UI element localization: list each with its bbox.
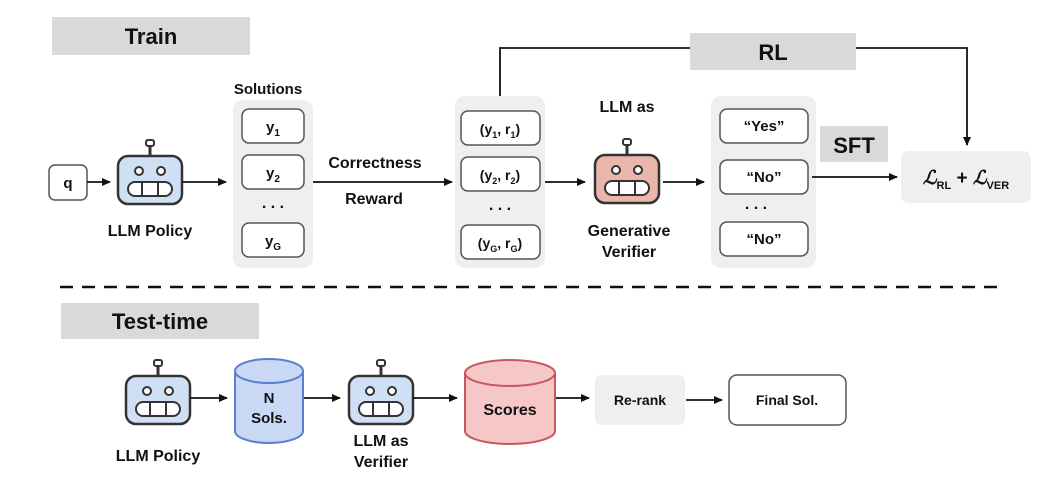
- test-policy-label: LLM Policy: [116, 448, 201, 465]
- test-verifier-label-1: LLM as: [353, 433, 408, 450]
- test-verifier-label-2: Verifier: [354, 454, 408, 471]
- rl-label: RL: [758, 40, 787, 65]
- robot-icon: [593, 137, 661, 205]
- robot-icon: [124, 358, 192, 426]
- verdicts-ellipsis: . . .: [745, 196, 767, 213]
- test-section-label: Test-time: [112, 309, 208, 334]
- loss-label: ℒRL + ℒVER: [923, 167, 1009, 192]
- pair-box-2: [460, 156, 541, 192]
- verifier-top-label: LLM as: [599, 99, 654, 116]
- solution-label-2: y2: [266, 165, 280, 185]
- solution-box-g: [241, 222, 305, 258]
- solutions-ellipsis: . . .: [262, 195, 284, 212]
- solution-box-1: [241, 108, 305, 144]
- rerank-label: Re-rank: [614, 392, 666, 408]
- verifier-bottom-label-1: Generative: [588, 223, 671, 240]
- reward-label: Reward: [345, 191, 403, 208]
- robot-icon: [116, 138, 184, 206]
- verdict-box-yes: [719, 108, 809, 144]
- pair-label-2: (y2, r2): [480, 167, 520, 186]
- solution-label-g: yG: [265, 233, 281, 253]
- verdict-label-2: “No”: [747, 169, 782, 186]
- pair-label-1: (y1, r1): [480, 121, 520, 140]
- verifier-bottom-label-2: Verifier: [602, 244, 656, 261]
- pairs-ellipsis: . . .: [489, 197, 511, 214]
- train-label-box: [52, 17, 250, 55]
- nsols-label-1: N: [264, 390, 275, 407]
- solution-box-2: [241, 154, 305, 190]
- database-icon: [464, 359, 556, 445]
- robot-icon: [347, 358, 415, 426]
- rl-label-box: [690, 33, 856, 70]
- query-label: q: [63, 175, 72, 192]
- rerank-box: [595, 375, 685, 425]
- final-solution-label: Final Sol.: [756, 392, 818, 408]
- policy-label: LLM Policy: [108, 223, 193, 240]
- verdict-label-1: “Yes”: [744, 118, 785, 135]
- solutions-title: Solutions: [234, 81, 302, 98]
- pair-box-1: [460, 110, 541, 146]
- verdict-label-3: “No”: [747, 231, 782, 248]
- database-icon: [234, 358, 304, 444]
- train-section-label: Train: [125, 24, 178, 49]
- final-solution-box: [728, 374, 847, 426]
- pair-box-g: [460, 224, 541, 260]
- nsols-label-2: Sols.: [251, 410, 287, 427]
- loss-box: [901, 151, 1031, 203]
- sft-label: SFT: [833, 133, 875, 158]
- solution-label-1: y1: [266, 119, 280, 139]
- verdict-box-no-2: [719, 221, 809, 257]
- scores-label: Scores: [483, 402, 536, 419]
- test-label-box: [61, 303, 259, 339]
- verdict-box-no-1: [719, 159, 809, 195]
- correctness-label: Correctness: [328, 155, 421, 172]
- sft-label-box: [820, 126, 888, 162]
